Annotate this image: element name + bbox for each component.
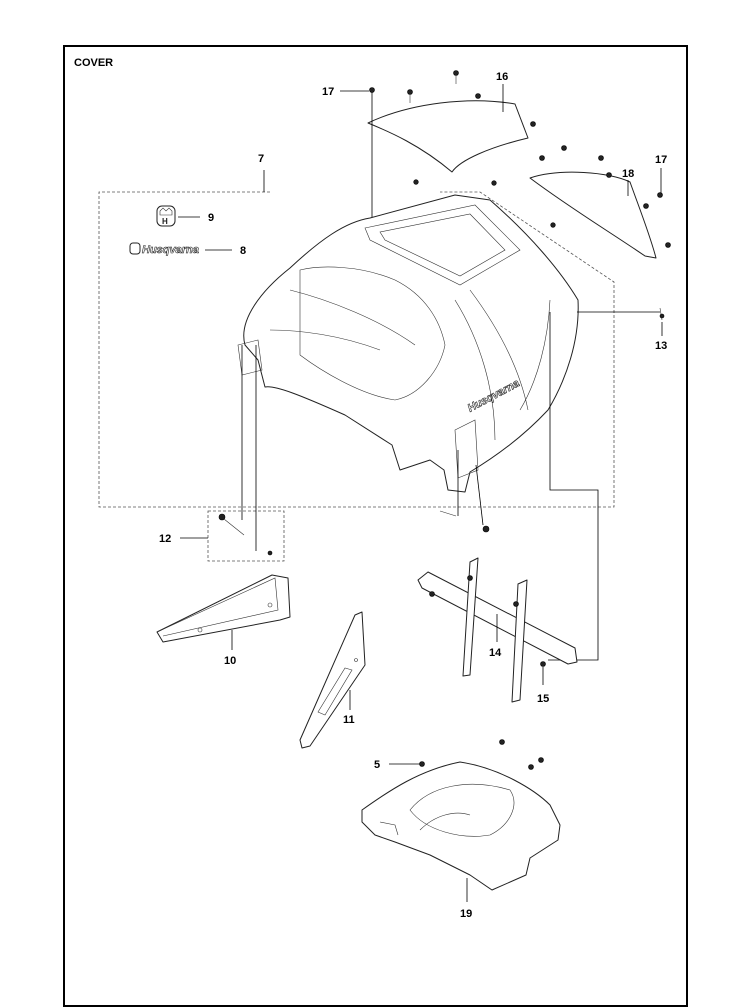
svg-text:H: H <box>162 217 168 226</box>
assembly-group-outline <box>98 191 615 508</box>
part-12-fastener-group <box>207 510 285 562</box>
part-18-side-panel <box>529 145 671 259</box>
callout-17-right: 17 <box>655 154 667 166</box>
callout-16: 16 <box>496 71 508 83</box>
callout-14: 14 <box>489 647 502 659</box>
callout-13: 13 <box>655 340 667 352</box>
callout-5: 5 <box>374 759 380 771</box>
svg-text:Husqvarna: Husqvarna <box>142 244 199 256</box>
part-9-crown-emblem: H <box>156 205 176 227</box>
callout-8: 8 <box>240 245 246 257</box>
diagram-frame <box>63 45 688 1007</box>
part-10-bracket <box>156 574 291 643</box>
part-8-brand-decal: Husqvarna <box>129 242 199 256</box>
part-7-hood-cover: Husqvarna <box>237 179 579 493</box>
callout-11: 11 <box>343 714 355 726</box>
diagram-title: COVER <box>74 57 113 69</box>
callout-19: 19 <box>460 908 472 920</box>
callout-9: 9 <box>208 212 214 224</box>
part-14-frame <box>417 557 578 703</box>
part-16-lid-panel <box>367 70 536 173</box>
callout-17-left: 17 <box>322 86 334 98</box>
callout-18: 18 <box>622 168 634 180</box>
callout-7: 7 <box>258 153 264 165</box>
part-13-screw <box>577 307 665 321</box>
part-19-floor-mat <box>361 739 561 891</box>
part-15-nut <box>540 661 546 667</box>
callout-10: 10 <box>224 655 236 667</box>
callout-15: 15 <box>537 693 549 705</box>
part-11-plate <box>299 611 366 749</box>
callout-12: 12 <box>159 533 171 545</box>
